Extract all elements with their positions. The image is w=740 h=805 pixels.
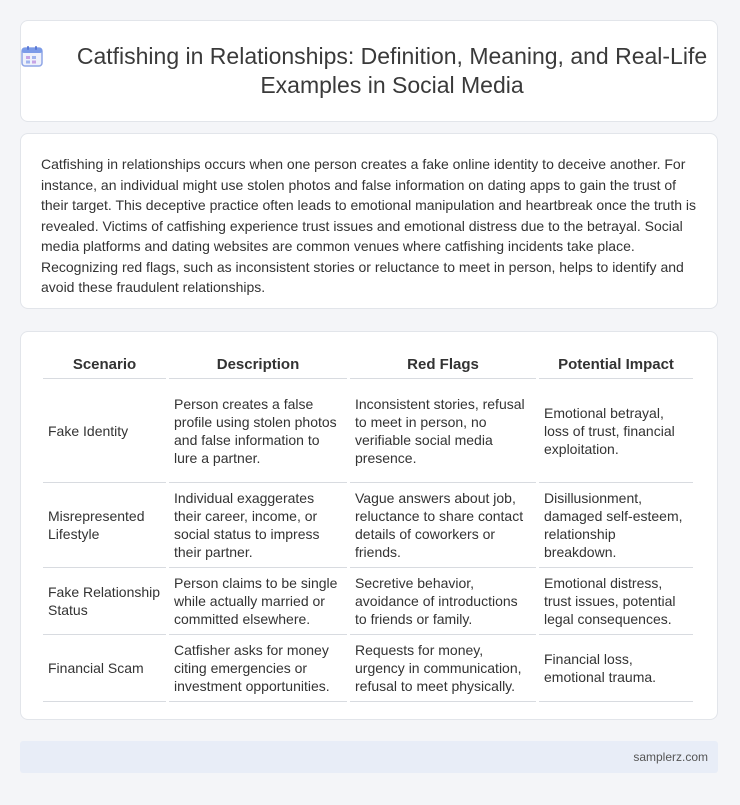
table-card: Scenario Description Red Flags Potential…: [20, 331, 718, 720]
table-row: Fake Relationship Status Person claims t…: [43, 568, 693, 635]
cell-red-flags: Inconsistent stories, refusal to meet in…: [350, 379, 536, 483]
cell-potential-impact: Emotional distress, trust issues, potent…: [539, 568, 693, 635]
table-row: Financial Scam Catfisher asks for money …: [43, 635, 693, 702]
cell-potential-impact: Emotional betrayal, loss of trust, finan…: [539, 379, 693, 483]
cell-red-flags: Secretive behavior, avoidance of introdu…: [350, 568, 536, 635]
cell-red-flags: Requests for money, urgency in communica…: [350, 635, 536, 702]
table-row: Fake Identity Person creates a false pro…: [43, 379, 693, 483]
header-card: Catfishing in Relationships: Definition,…: [20, 20, 718, 122]
page-title: Catfishing in Relationships: Definition,…: [76, 43, 708, 98]
column-header-description: Description: [169, 352, 347, 379]
cell-scenario: Fake Relationship Status: [43, 568, 166, 635]
scenario-table: Scenario Description Red Flags Potential…: [40, 352, 696, 702]
cell-description: Catfisher asks for money citing emergenc…: [169, 635, 347, 702]
cell-scenario: Misrepresented Lifestyle: [43, 483, 166, 568]
cell-description: Person creates a false profile using sto…: [169, 379, 347, 483]
column-header-scenario: Scenario: [43, 352, 166, 379]
intro-paragraph: Catfishing in relationships occurs when …: [41, 156, 697, 295]
cell-scenario: Financial Scam: [43, 635, 166, 702]
table-header-row: Scenario Description Red Flags Potential…: [43, 352, 693, 379]
footer-site-link[interactable]: samplerz.com: [633, 750, 708, 764]
cell-description: Individual exaggerates their career, inc…: [169, 483, 347, 568]
table-row: Misrepresented Lifestyle Individual exag…: [43, 483, 693, 568]
header-inner: Catfishing in Relationships: Definition,…: [21, 42, 717, 100]
intro-card: Catfishing in relationships occurs when …: [20, 133, 718, 309]
cell-red-flags: Vague answers about job, reluctance to s…: [350, 483, 536, 568]
cell-potential-impact: Financial loss, emotional trauma.: [539, 635, 693, 702]
calendar-icon: [21, 46, 43, 67]
footer-bar: samplerz.com: [20, 741, 718, 773]
column-header-red-flags: Red Flags: [350, 352, 536, 379]
cell-scenario: Fake Identity: [43, 379, 166, 483]
cell-description: Person claims to be single while actuall…: [169, 568, 347, 635]
cell-potential-impact: Disillusionment, damaged self-esteem, re…: [539, 483, 693, 568]
column-header-potential-impact: Potential Impact: [539, 352, 693, 379]
